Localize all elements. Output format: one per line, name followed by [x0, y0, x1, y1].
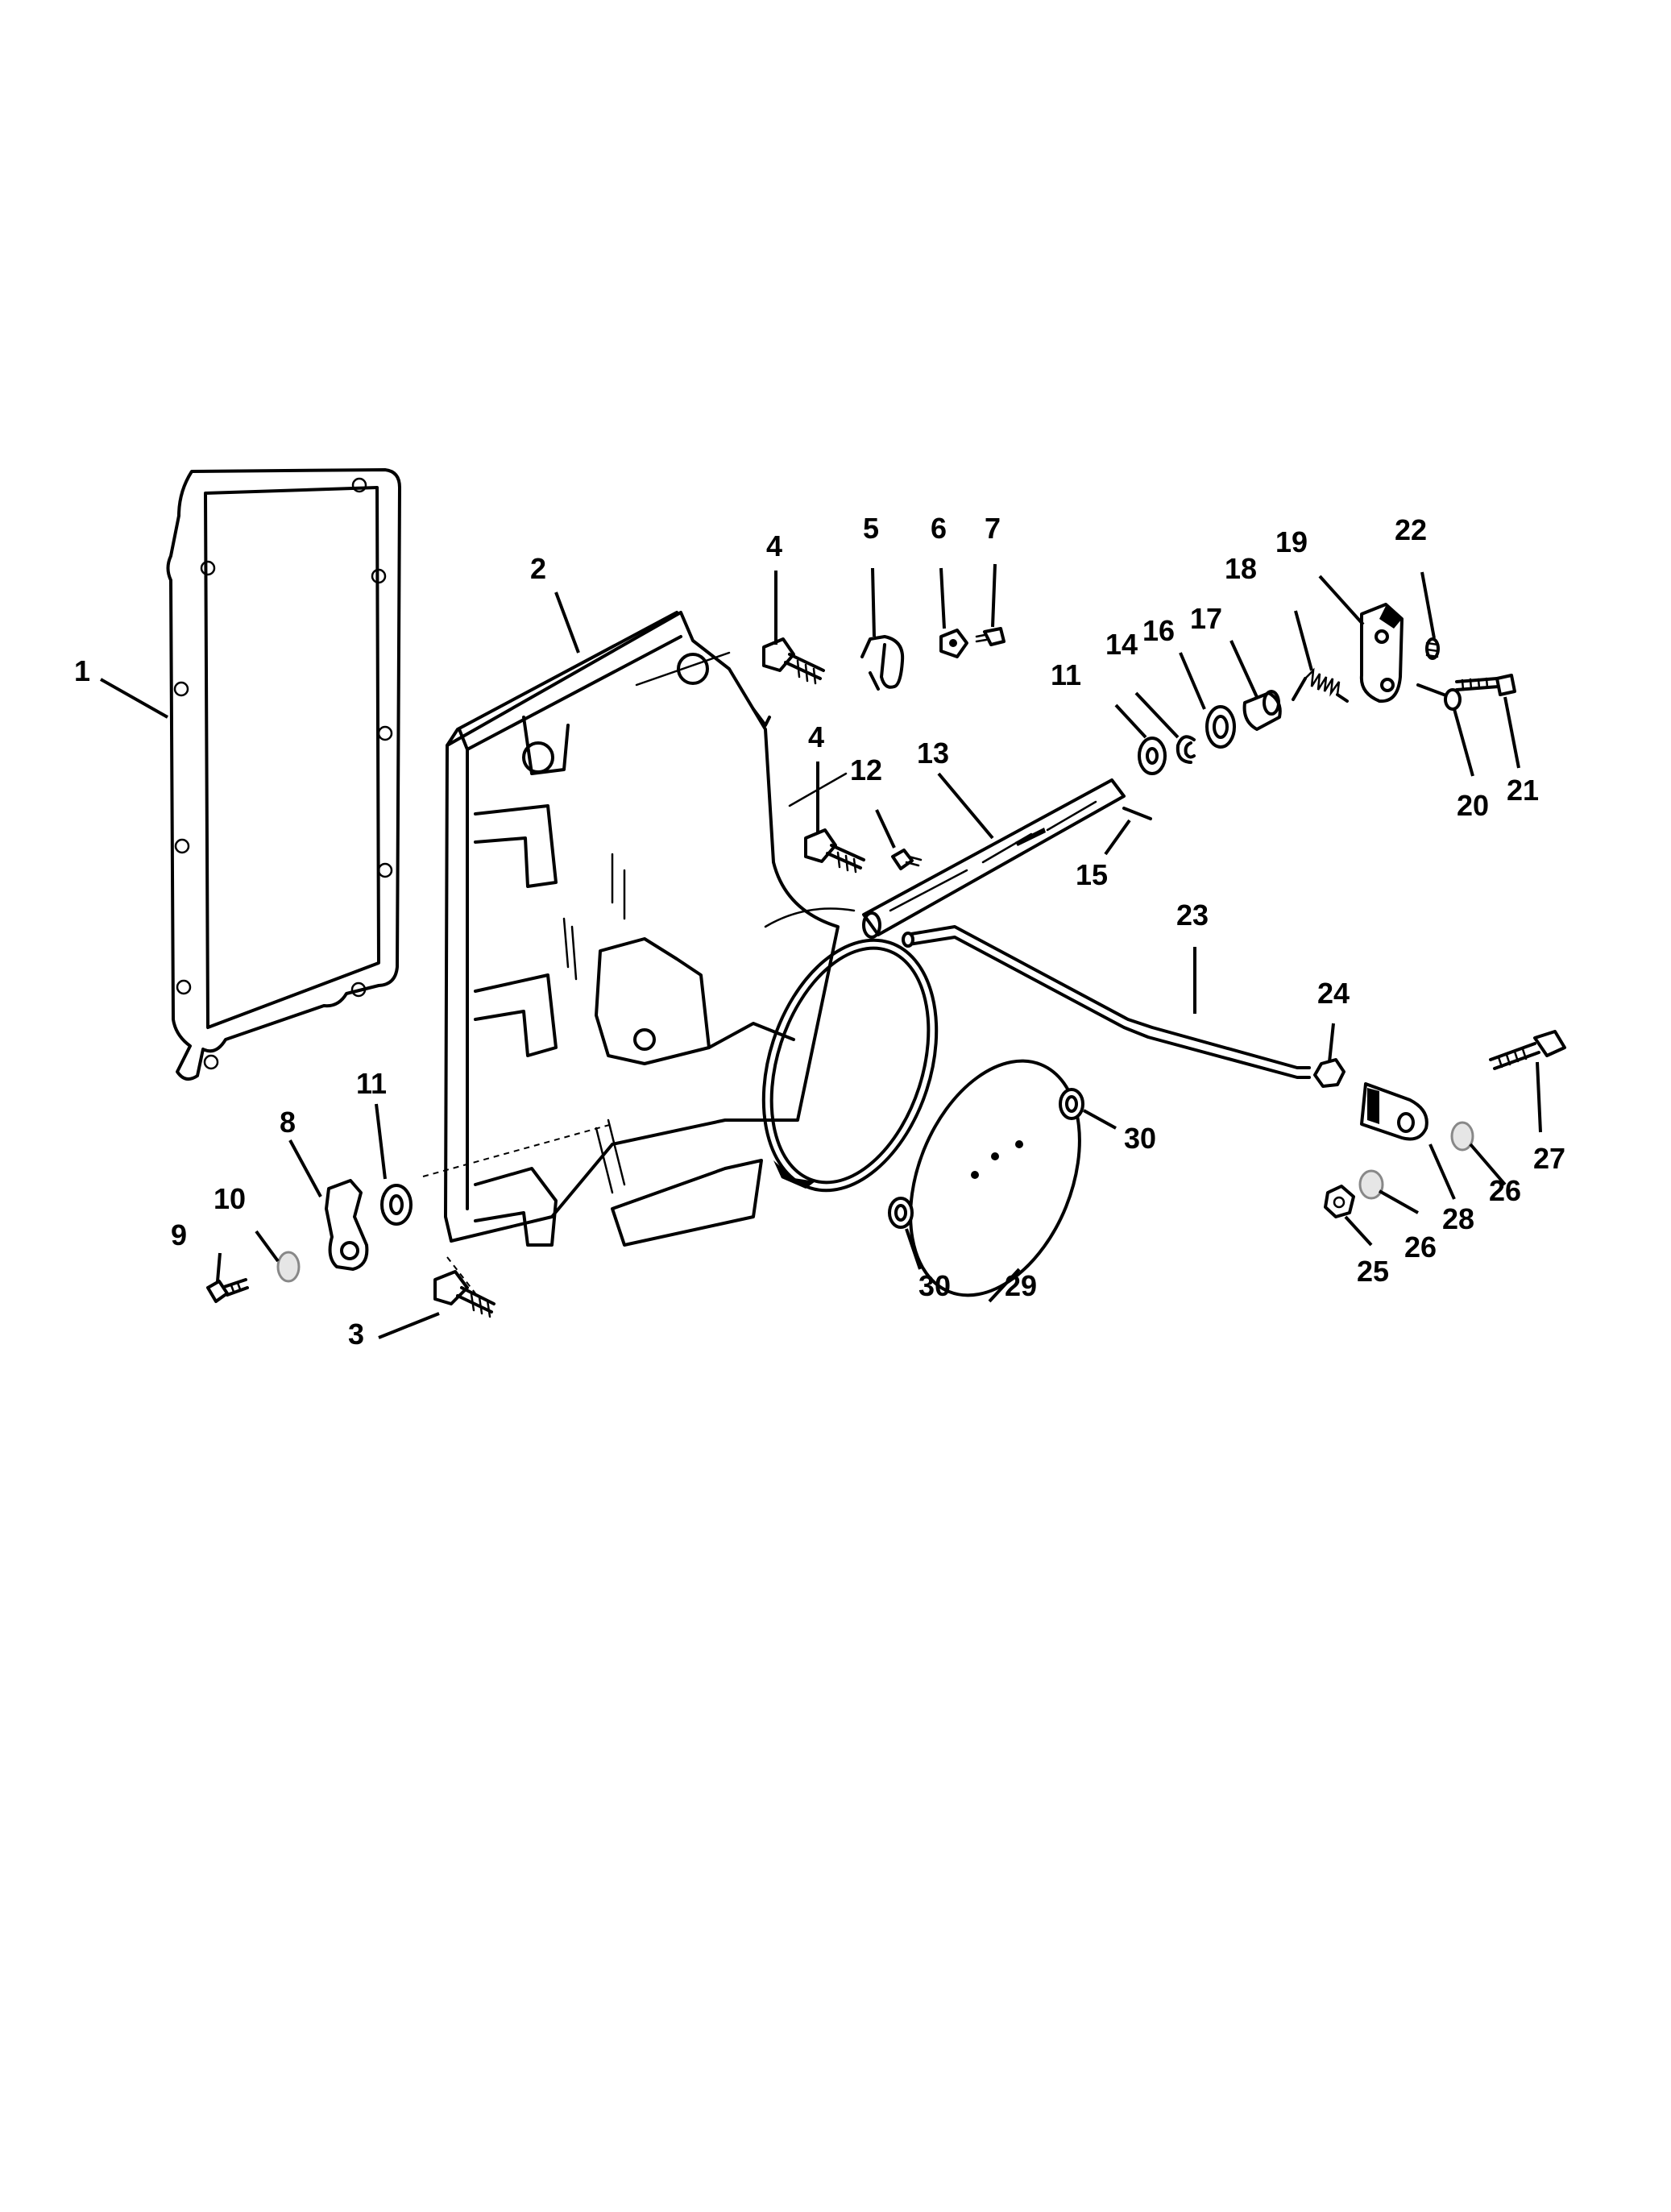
callout-27: 27 — [1533, 1142, 1565, 1175]
washer-part-11-upper — [1138, 737, 1167, 775]
callout-2: 2 — [530, 552, 546, 585]
washer-part-16 — [1205, 705, 1236, 749]
callout-14: 14 — [1105, 628, 1138, 661]
bracket-part-19 — [1359, 603, 1404, 703]
seal-part-30-upper — [1059, 1088, 1084, 1120]
callout-13: 13 — [917, 737, 949, 770]
callout-20: 20 — [1457, 789, 1489, 822]
housing-opening — [761, 938, 939, 1193]
callout-6: 6 — [931, 512, 947, 545]
clip-part-22 — [1425, 637, 1440, 660]
callout-24: 24 — [1317, 977, 1350, 1010]
ring-part-14 — [1176, 735, 1196, 764]
shaft-part-13 — [862, 778, 1126, 939]
bolt-part-27 — [1489, 1030, 1566, 1070]
callout-29: 29 — [1005, 1269, 1037, 1302]
callout-4-upper: 4 — [766, 529, 782, 562]
callout-19: 19 — [1275, 525, 1308, 558]
callout-21: 21 — [1507, 774, 1539, 807]
callout-23: 23 — [1176, 898, 1209, 932]
callout-22: 22 — [1395, 513, 1427, 546]
gasket-part-1 — [166, 468, 401, 1081]
washer-part-26-lower — [1358, 1169, 1384, 1200]
callout-12: 12 — [850, 753, 882, 786]
callout-1: 1 — [74, 654, 90, 687]
washer-part-26-upper — [1450, 1121, 1474, 1152]
bushing-part-17 — [1242, 690, 1282, 731]
spring-part-18 — [1292, 667, 1349, 703]
callout-26-lower: 26 — [1404, 1231, 1437, 1264]
callout-5: 5 — [863, 512, 879, 545]
screw-part-12 — [891, 849, 923, 870]
washer-part-10 — [276, 1251, 301, 1283]
screw-part-9 — [206, 1278, 249, 1303]
callout-11-lower: 11 — [356, 1067, 387, 1100]
fitting-part-4-upper — [762, 637, 825, 685]
cover-plate-part-29 — [909, 1059, 1081, 1297]
callout-7: 7 — [985, 512, 1001, 545]
fitting-part-3 — [433, 1270, 495, 1318]
washer-part-11-lower — [380, 1184, 413, 1226]
hidden-line — [422, 1123, 613, 1177]
callout-16: 16 — [1142, 614, 1175, 647]
callout-10: 10 — [214, 1182, 246, 1215]
callout-3: 3 — [348, 1318, 364, 1351]
nut-part-24 — [1313, 1058, 1346, 1088]
hidden-line — [446, 1256, 476, 1294]
housing-part-2 — [444, 611, 856, 1247]
callout-9: 9 — [171, 1218, 187, 1251]
callout-28: 28 — [1442, 1202, 1474, 1235]
lever-part-8 — [325, 1179, 369, 1271]
pin-part-20 — [1416, 683, 1462, 711]
callout-18: 18 — [1225, 552, 1257, 585]
callout-26-upper: 26 — [1489, 1174, 1521, 1207]
callout-8: 8 — [280, 1106, 296, 1139]
link-part-28 — [1360, 1082, 1428, 1141]
callout-11-upper: 11 — [1051, 658, 1081, 691]
nut-part-6 — [939, 629, 968, 658]
leader-lines — [100, 563, 1542, 1339]
callout-30-lower: 30 — [918, 1269, 951, 1302]
callout-25: 25 — [1357, 1255, 1389, 1288]
rod-part-23 — [902, 925, 1311, 1079]
pin-part-15 — [1122, 807, 1152, 820]
clip-part-5 — [860, 635, 905, 691]
callout-4-lower: 4 — [808, 720, 824, 753]
screw-part-7 — [975, 627, 1006, 646]
fitting-part-4-lower — [804, 828, 865, 874]
screw-part-21 — [1455, 674, 1516, 696]
seal-part-30-lower — [888, 1197, 914, 1229]
nut-part-25 — [1324, 1185, 1355, 1218]
callout-30-upper: 30 — [1124, 1122, 1156, 1155]
callout-labels: 1 2 3 4 4 5 6 7 8 9 10 11 11 12 13 14 15… — [74, 512, 1565, 1351]
callout-17: 17 — [1190, 602, 1222, 635]
callout-15: 15 — [1076, 858, 1108, 891]
